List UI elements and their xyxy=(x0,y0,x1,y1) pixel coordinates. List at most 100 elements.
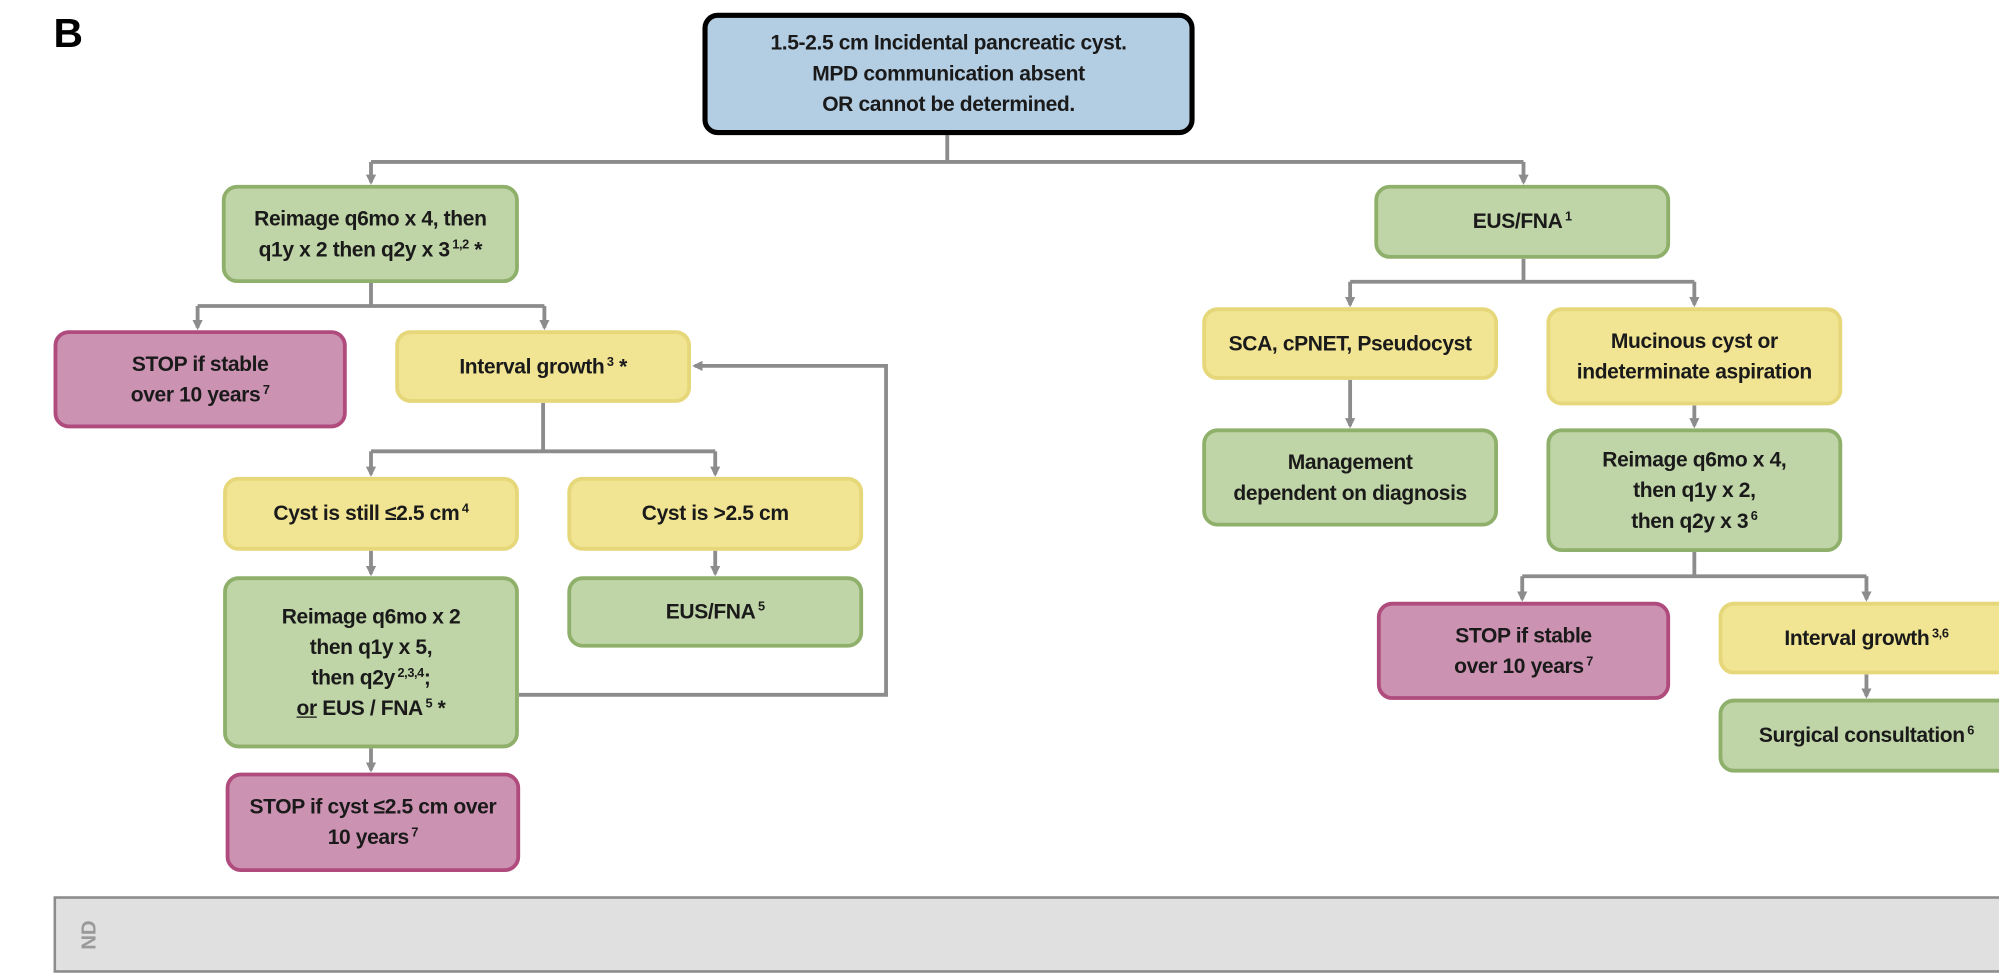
box-text: Reimage q6mo x 4, then xyxy=(254,207,487,231)
box-line: Reimage q6mo x 4, then xyxy=(254,203,487,234)
box-line: SCA, cPNET, Pseudocyst xyxy=(1229,328,1472,359)
box-text: Mucinous cyst or xyxy=(1610,329,1778,353)
feedback-loop xyxy=(518,360,888,697)
box-line: STOP if stable xyxy=(131,349,269,380)
footnote-ref: 7 xyxy=(1586,654,1593,669)
connector-interval xyxy=(370,402,716,454)
box-line: MPD communication absent xyxy=(812,59,1085,90)
box-text: SCA, cPNET, Pseudocyst xyxy=(1228,332,1472,356)
box-text: EUS/FNA xyxy=(665,600,756,624)
legend-panel: ND xyxy=(53,896,1999,973)
footnote-ref: 2,3,4 xyxy=(397,666,424,681)
box-text: * xyxy=(468,237,483,261)
box-line: OR cannot be determined. xyxy=(822,89,1075,120)
panel-label: B xyxy=(53,10,84,57)
box-text: then q1y x 2, xyxy=(1633,478,1756,502)
box-text: ; xyxy=(423,666,431,690)
box-text: Surgical consultation xyxy=(1758,724,1965,748)
footnote-ref: 3,6 xyxy=(1931,626,1949,641)
box-text: then q2y xyxy=(311,666,395,690)
footnote-ref: 7 xyxy=(411,826,419,841)
footnote-ref: 6 xyxy=(1967,724,1975,739)
box-text: 10 years xyxy=(327,826,410,850)
box-line: Mucinous cyst or xyxy=(1611,326,1778,357)
box-root: 1.5-2.5 cm Incidental pancreatic cyst. MP… xyxy=(702,12,1195,136)
flowchart: B xyxy=(53,10,1999,973)
box-line: Management xyxy=(1288,447,1413,478)
box-text: STOP if stable xyxy=(1455,624,1592,648)
box-line: then q1y x 5, xyxy=(309,632,433,663)
box-text: MPD communication absent xyxy=(812,62,1085,86)
box-line: Reimage q6mo x 4, xyxy=(1602,444,1786,475)
box-text: Interval growth xyxy=(1784,626,1930,650)
box-cyst-large: Cyst is >2.5 cm xyxy=(567,476,864,551)
box-mucinous: Mucinous cyst or indeterminate aspiration xyxy=(1546,307,1843,406)
box-text: 1.5-2.5 cm Incidental pancreatic cyst. xyxy=(770,31,1127,55)
box-text: q1y x 2 then q2y x 3 xyxy=(258,237,450,261)
box-text: over 10 years xyxy=(130,383,261,407)
box-text: Cyst is >2.5 cm xyxy=(641,502,789,526)
box-text: STOP if cyst ≤2.5 cm over xyxy=(249,795,497,819)
box-text: dependent on diagnosis xyxy=(1233,481,1467,505)
box-text: OR cannot be determined. xyxy=(822,93,1075,117)
box-management: Management dependent on diagnosis xyxy=(1202,428,1499,527)
box-line: indeterminate aspiration xyxy=(1577,356,1813,387)
box-text: EUS/FNA xyxy=(1472,210,1563,234)
box-text: over 10 years xyxy=(1454,654,1584,678)
box-text: * xyxy=(613,355,627,379)
footnote-ref: 4 xyxy=(461,502,469,517)
box-text: then q2y x 3 xyxy=(1631,509,1749,533)
box-line: Cyst is >2.5 cm xyxy=(642,498,789,529)
footnote-ref: 1,2 xyxy=(452,237,469,252)
box-text: Interval growth xyxy=(459,355,605,379)
connector-reimage xyxy=(197,283,545,308)
box-line: 1.5-2.5 cm Incidental pancreatic cyst. xyxy=(770,28,1126,59)
connectors xyxy=(192,135,1872,773)
box-text: Cyst is still ≤2.5 cm xyxy=(273,502,460,526)
footnote-ref: 6 xyxy=(1750,509,1758,524)
footnote-ref: 1 xyxy=(1564,210,1572,225)
box-text: Management xyxy=(1287,450,1413,474)
box-sca-cpnet: SCA, cPNET, Pseudocyst xyxy=(1202,307,1499,380)
legend-label: ND xyxy=(79,920,101,950)
connector-eus xyxy=(1350,258,1695,284)
box-line: dependent on diagnosis xyxy=(1233,477,1467,508)
box-text: * xyxy=(432,696,446,720)
box-text: STOP if stable xyxy=(131,352,269,376)
box-line: STOP if cyst ≤2.5 cm over xyxy=(250,792,497,823)
box-line: Reimage q6mo x 2 xyxy=(282,601,461,632)
box-text: then q1y x 5, xyxy=(309,635,433,659)
connector-root xyxy=(370,135,1524,164)
box-text: EUS / FNA xyxy=(316,696,423,720)
box-reimage-right: Reimage q6mo x 4, then q1y x 2, then q2y x… xyxy=(1546,428,1843,553)
box-line: STOP if stable xyxy=(1455,620,1592,651)
footnote-ref: 7 xyxy=(262,383,270,398)
footnote-ref: 5 xyxy=(425,696,433,711)
box-text: Reimage q6mo x 4, xyxy=(1602,448,1787,472)
box-text: or xyxy=(296,696,318,720)
footnote-ref: 5 xyxy=(757,600,765,615)
